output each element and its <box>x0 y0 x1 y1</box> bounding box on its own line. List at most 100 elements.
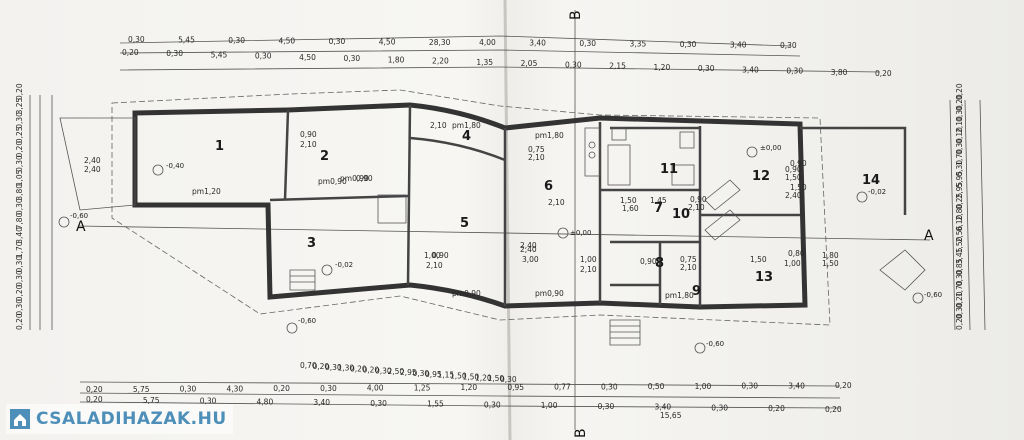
right-dimension: 2,10 <box>955 116 964 133</box>
right-dimension: 2,95 <box>955 182 964 199</box>
left-dimension: 7,80 <box>15 212 24 229</box>
right-dimension: 1,70 <box>955 280 964 297</box>
room-number-8: 8 <box>655 256 664 271</box>
room-number-3: 3 <box>307 236 316 251</box>
right-dimension: 5,95 <box>955 171 964 188</box>
opening-label: 0,90 <box>640 257 657 266</box>
room-number-7: 7 <box>654 201 663 216</box>
bottom-total-dimension: 15,65 <box>660 411 682 420</box>
right-dimension: 0,20 <box>955 313 964 330</box>
opening-label: 1,00 <box>424 251 441 260</box>
level-marker-label: -0,60 <box>70 212 88 220</box>
room-number-4: 4 <box>462 129 471 144</box>
left-dimension: 0,30 <box>15 270 24 287</box>
bottom-dimension: 0,30 <box>500 375 517 384</box>
level-marker-label: -0,60 <box>298 317 316 325</box>
level-marker-label: -0,02 <box>868 188 886 196</box>
opening-label: 2,10 <box>528 153 545 162</box>
opening-label: 0,80 <box>788 249 805 258</box>
top-dimension: 2,15 <box>609 62 626 71</box>
opening-label: 0,90 <box>785 165 802 174</box>
bottom-dimension: 0,20 <box>273 384 290 393</box>
bottom-dimension: 4,30 <box>226 384 243 393</box>
bottom-dimension: 2,50 <box>388 367 405 376</box>
opening-label: 2,40 <box>520 245 537 254</box>
top-dimension: 3,40 <box>730 41 747 50</box>
top-dimension: 2,05 <box>521 59 538 68</box>
dimension-lines <box>29 10 986 430</box>
bottom-dimension: 4,00 <box>367 384 384 393</box>
site-logo[interactable]: CSALADIHAZAK.HU <box>6 404 233 434</box>
top-dimension: 0,30 <box>565 60 582 69</box>
bottom-dimension: 1,50 <box>488 374 505 383</box>
opening-label: pm1,80 <box>452 121 481 130</box>
room-number-1: 1 <box>215 139 224 154</box>
top-dimension: 0,20 <box>875 69 892 78</box>
level-marker-label: -0,40 <box>166 162 184 170</box>
left-dimension: 0,20 <box>15 313 24 330</box>
bottom-dimension: 0,50 <box>648 382 665 391</box>
bottom-dimension: 2,95 <box>400 368 417 377</box>
bottom-dimension: 1,20 <box>461 383 478 392</box>
opening-label: pm0,90 <box>318 177 347 186</box>
top-dimension: 0,30 <box>128 35 145 44</box>
opening-label: 2,10 <box>580 265 597 274</box>
right-dimension: 0,30 <box>955 138 964 155</box>
top-dimension: 0,30 <box>166 49 183 58</box>
bottom-dimension: 0,30 <box>370 399 387 408</box>
opening-label: 2,40 <box>520 241 537 250</box>
right-dimension: 3,45 <box>955 247 964 264</box>
right-dimension: 0,20 <box>955 83 964 100</box>
room-number-11: 11 <box>660 162 678 177</box>
level-marker-label: -0,60 <box>706 340 724 348</box>
room-number-14: 14 <box>862 173 880 188</box>
opening-label: 0,90 <box>356 174 373 183</box>
opening-label: 0,90 <box>690 195 707 204</box>
bottom-dimension: 1,00 <box>695 382 712 391</box>
opening-label: pm0,90 <box>452 289 481 298</box>
right-dimension: 0,30 <box>955 160 964 177</box>
top-dimension: 3,35 <box>630 40 647 49</box>
bottom-dimension: 4,80 <box>257 397 274 406</box>
top-dimension: 1,80 <box>388 55 405 64</box>
top-dimension: 0,30 <box>786 67 803 76</box>
room-number-6: 6 <box>544 179 553 194</box>
top-dimension: 2,20 <box>432 57 449 66</box>
top-dimension: 0,30 <box>698 64 715 73</box>
opening-label: 1,50 <box>790 183 807 192</box>
left-dimension: 3,25 <box>15 97 24 114</box>
opening-label: 2,10 <box>680 263 697 272</box>
level-marker-label: -0,60 <box>924 291 942 299</box>
opening-label: 1,60 <box>622 204 639 213</box>
bottom-dimension: 1,20 <box>475 373 492 382</box>
top-dimension: 5,45 <box>178 35 195 44</box>
opening-label: 0,90 <box>432 251 449 260</box>
logo-text: CSALADIHAZAK.HU <box>36 409 227 429</box>
opening-label: 1,80 <box>822 251 839 260</box>
bottom-dimension: 0,30 <box>325 363 342 372</box>
opening-label: 2,40 <box>785 191 802 200</box>
top-dimension: 4,50 <box>379 37 396 46</box>
bottom-dimension: 3,40 <box>654 403 671 412</box>
opening-label: 0,75 <box>528 145 545 154</box>
terrace-outline <box>800 126 907 215</box>
right-dimension: 2,80 <box>955 204 964 221</box>
opening-label: 2,40 <box>84 156 101 165</box>
opening-label: 0,75 <box>680 255 697 264</box>
right-dimension: 1,50 <box>955 236 964 253</box>
opening-label: pm0,90 <box>340 174 369 183</box>
left-dimension: 1,70 <box>15 241 24 258</box>
top-dimension: 4,50 <box>278 36 295 45</box>
top-dimension: 3,40 <box>529 39 546 48</box>
left-dimension: 0,30 <box>15 112 24 129</box>
right-dimension: 1,70 <box>955 149 964 166</box>
bottom-dimension: 5,75 <box>143 396 160 405</box>
bottom-dimension: 0,30 <box>484 400 501 409</box>
section-mark-a-right: A <box>924 228 934 244</box>
opening-label: 2,10 <box>548 198 565 207</box>
right-dimension: 0,30 <box>955 302 964 319</box>
opening-label: 1,00 <box>784 259 801 268</box>
opening-label: pm1,80 <box>535 131 564 140</box>
